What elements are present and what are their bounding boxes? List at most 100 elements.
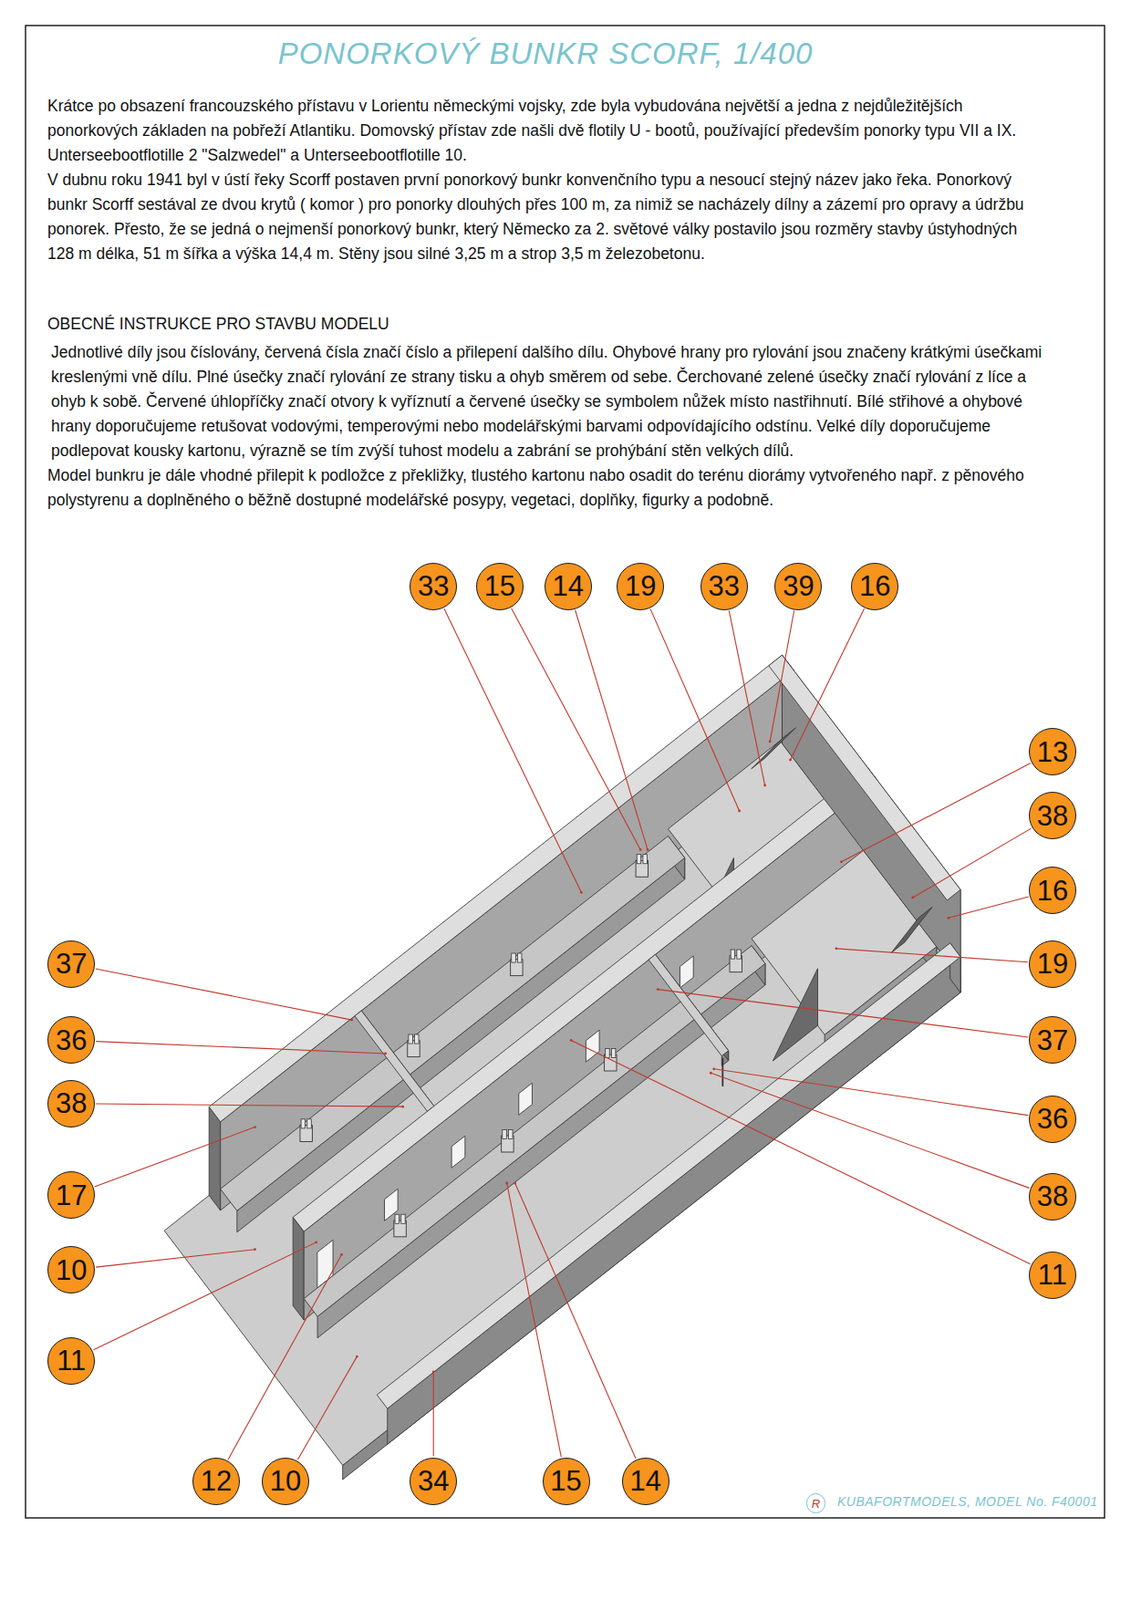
bollard-post — [517, 953, 521, 963]
leader-dot — [253, 1247, 257, 1251]
callout-circle: 15 — [476, 562, 524, 611]
callout-circle: 38 — [47, 1079, 95, 1128]
callout-circle: 36 — [1028, 1095, 1077, 1143]
leader-dot — [646, 848, 650, 851]
leader-dot — [401, 1105, 405, 1109]
callout-number: 39 — [782, 571, 814, 601]
callout-number: 33 — [417, 571, 449, 601]
callout-circle: 17 — [47, 1171, 95, 1219]
callout-circle: 33 — [409, 562, 457, 611]
cross-beam-1-top — [354, 1010, 435, 1111]
ramp-wall-2 — [772, 968, 818, 1061]
leader-line — [714, 1068, 1029, 1116]
leader-line — [657, 989, 1028, 1038]
callout-number: 14 — [630, 1466, 662, 1495]
callout-number: 36 — [55, 1026, 87, 1055]
callout-number: 15 — [484, 571, 516, 601]
leader-dot — [355, 1355, 359, 1359]
leader-line — [836, 948, 1028, 963]
wall-opening — [518, 1082, 533, 1115]
leader-line — [444, 608, 582, 893]
instruction-paragraph: Model bunkru je dále vhodné přilepit k p… — [47, 463, 1047, 513]
leader-line — [840, 763, 1031, 862]
callout-circle: 14 — [622, 1457, 670, 1505]
leader-dot — [840, 860, 843, 863]
instructions-text: OBECNÉ INSTRUKCE PRO STAVBU MODELUJednot… — [47, 311, 1047, 513]
intro-paragraph: Krátce po obsazení francouzského přístav… — [47, 93, 1047, 168]
bollard-post — [605, 1047, 610, 1058]
leader-line — [298, 1356, 358, 1460]
leader-dot — [383, 1052, 387, 1056]
back-wall-top — [208, 654, 794, 1122]
callout-number: 34 — [417, 1466, 449, 1495]
end-wall-top — [768, 654, 961, 901]
leader-line — [228, 1254, 342, 1460]
wall-opening — [451, 1135, 466, 1168]
leader-line — [710, 1072, 1029, 1188]
leader-dot — [763, 784, 767, 788]
leader-line — [728, 610, 765, 786]
wall-opening — [679, 955, 694, 988]
leader-dot — [656, 987, 660, 991]
callout-number: 37 — [1037, 1026, 1069, 1055]
callout-number: 17 — [55, 1181, 87, 1210]
leader-line — [95, 968, 353, 1020]
footer-credit: KUBAFORTMODELS, MODEL No. F40001 — [837, 1494, 1098, 1509]
leader-dot — [737, 809, 741, 813]
front-low-wall-top — [376, 943, 961, 1409]
leader-line — [570, 1039, 1030, 1264]
leader-dot — [639, 848, 643, 851]
callout-circle: 38 — [1028, 791, 1077, 840]
leader-dot — [712, 1067, 716, 1070]
leader-dot — [580, 891, 583, 894]
callout-circle: 16 — [1028, 866, 1077, 914]
front-low-wall-side — [387, 956, 961, 1444]
callout-circle: 15 — [542, 1457, 591, 1505]
callout-number: 13 — [1037, 737, 1069, 767]
leader-dot — [350, 1018, 353, 1022]
callout-number: 12 — [200, 1466, 232, 1495]
leader-dot — [340, 1253, 343, 1256]
callout-number: 37 — [55, 949, 87, 978]
bollard-post — [511, 953, 516, 963]
callout-number: 19 — [624, 571, 656, 601]
middle-wall-top — [292, 765, 877, 1232]
callout-number: 33 — [708, 571, 740, 601]
leader-line — [93, 1242, 317, 1350]
leader-dot — [505, 1182, 509, 1185]
page-title: PONORKOVÝ BUNKR SCORF, 1/400 — [0, 36, 1091, 72]
back-wall-front — [208, 1106, 220, 1210]
leader-dot — [709, 1071, 713, 1075]
callout-number: 11 — [1037, 1260, 1068, 1289]
leader-line — [575, 610, 648, 851]
stair-2 — [891, 906, 933, 953]
leader-line — [948, 896, 1029, 918]
callout-circle: 34 — [409, 1457, 457, 1505]
bollard-post — [730, 949, 735, 959]
callout-circle: 39 — [774, 562, 822, 611]
leader-line — [515, 1182, 636, 1459]
logo-circle: R — [806, 1493, 826, 1513]
leader-line — [433, 1371, 435, 1457]
callout-number: 38 — [1037, 801, 1069, 831]
leader-dot — [834, 946, 838, 950]
bunker-drawing — [164, 654, 961, 1480]
bollard-post — [643, 854, 647, 864]
callout-circle: 19 — [616, 562, 665, 611]
leader-line — [511, 608, 642, 851]
page-border — [25, 25, 1105, 1518]
leader-dot — [788, 758, 792, 762]
callout-circle: 19 — [1028, 940, 1077, 988]
quay-2-top — [303, 945, 766, 1318]
callout-circle: 11 — [1028, 1251, 1077, 1299]
callout-circle: 33 — [700, 562, 748, 611]
callout-circle: 10 — [261, 1457, 310, 1505]
bollard-post — [401, 1214, 405, 1224]
callout-circle: 38 — [1028, 1172, 1077, 1221]
callout-number: 19 — [1037, 949, 1069, 978]
leader-line — [95, 1041, 385, 1054]
bollard-post — [300, 1119, 305, 1129]
bollard-post — [736, 949, 741, 959]
callout-circle: 13 — [1028, 727, 1077, 776]
